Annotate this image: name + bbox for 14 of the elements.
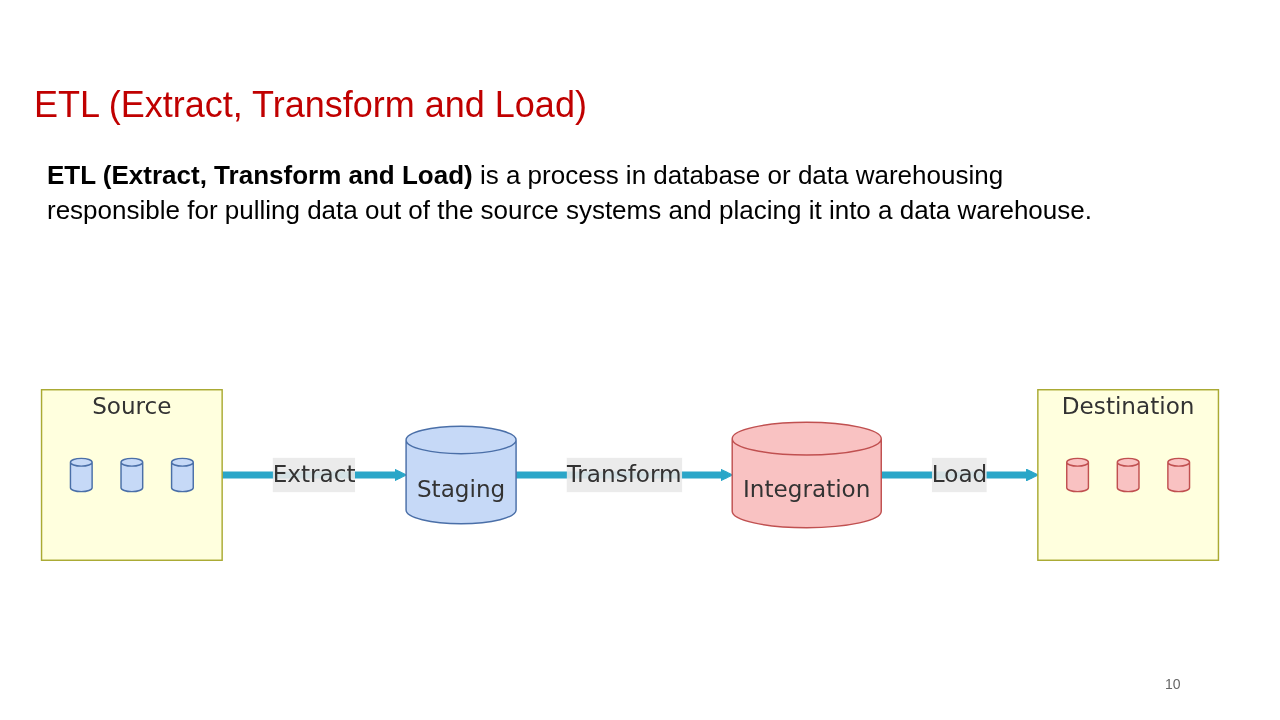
edge-label: Load [931,460,988,488]
description-paragraph: ETL (Extract, Transform and Load) is a process in database or data warehousing responsible for pulling data out of the source systems and placing it into a data warehouse. [47,159,1093,227]
node-cylinder [1066,457,1090,493]
cluster: Destination [1037,389,1220,561]
edge-label: Transform [566,460,682,488]
page-number: 10 [1165,676,1181,692]
node-cylinder [1116,457,1140,493]
slide-title: ETL (Extract, Transform and Load) [34,84,587,126]
cluster: Source [40,389,223,561]
node-cylinder [170,457,194,493]
node-cylinder [120,457,144,493]
node-cylinder [1167,457,1191,493]
edge-label: Extract [272,460,356,488]
node-cylinder [69,457,93,493]
